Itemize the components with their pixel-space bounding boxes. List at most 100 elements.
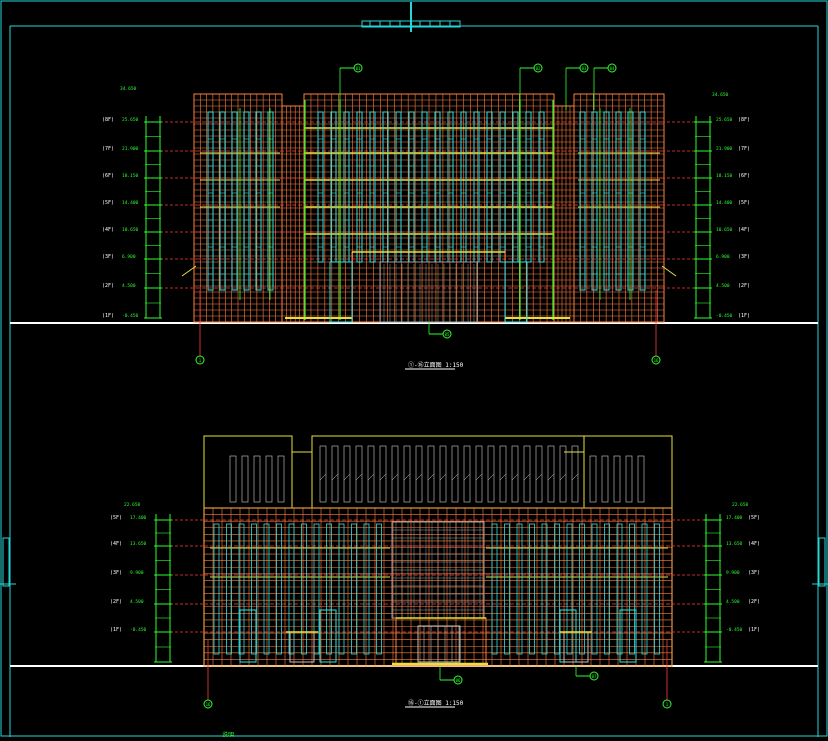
top-right-levels-floor-label: (7F): [738, 146, 750, 152]
bottom-roof-louvre: [523, 445, 531, 503]
top-left-window-column: [243, 111, 250, 291]
top-center-window-column: [499, 111, 506, 263]
bottom-roof-louvre: [343, 445, 351, 503]
bottom-roof-louvre: [487, 445, 495, 503]
bottom-left-levels-floor-label: (5F): [110, 515, 122, 521]
top-entrance-side-right: [504, 261, 528, 323]
bottom-window-column-right: [654, 523, 660, 655]
top-center-window-column: [395, 111, 402, 263]
bottom-roof-louvre-diag: [487, 473, 495, 481]
bottom-window-column-right: [504, 523, 510, 655]
bottom-window-column-right: [516, 523, 523, 655]
bottom-right-levels-floor-label: (4F): [748, 541, 760, 547]
bottom-roof-right-louvre: [613, 455, 621, 503]
bottom-roof-left-louvre: [277, 455, 285, 503]
bottom-roof-right-louvre: [625, 455, 633, 503]
top-right-levels-elev-label: 25.650: [716, 117, 733, 123]
bottom-roof-louvre: [547, 445, 555, 503]
top-left-levels-elev-label: 18.150: [122, 173, 139, 179]
top-left-window-column: [267, 111, 274, 291]
bottom-right-levels-elev-label: 17.400: [726, 515, 743, 521]
top-left-window-column: [255, 111, 262, 291]
top-center-window-column: [421, 111, 428, 263]
top-right-levels-elev-label: 18.150: [716, 173, 733, 179]
bottom-axis-right-label: 1: [666, 702, 669, 707]
bottom-entry-callout-2-label: 07: [592, 674, 597, 679]
bottom-left-levels-elev-label: 4.500: [130, 599, 144, 605]
top-callout-1-label: 01: [356, 66, 361, 71]
bottom-axis-right-circle: [662, 699, 672, 709]
bottom-window-column-left: [363, 523, 370, 655]
bottom-window-column-right: [629, 523, 635, 655]
bottom-window-column-left: [213, 523, 220, 655]
bottom-window-column-left: [238, 523, 245, 655]
top-right-levels-floor-label: (3F): [738, 254, 750, 260]
bottom-left-levels-elev-label: 9.900: [130, 570, 144, 576]
bottom-axis-left-label: 16: [206, 702, 211, 707]
bottom-window-column-right: [554, 523, 560, 655]
bottom-left-top-elev: 22.650: [124, 502, 141, 508]
bottom-entrance-frame: [395, 617, 487, 667]
bottom-roof-louvre: [439, 445, 447, 503]
top-left-levels-floor-label: (5F): [102, 200, 114, 206]
bottom-roof-louvre-diag: [439, 473, 447, 481]
bottom-roof-louvre-diag: [355, 473, 363, 481]
bottom-roof-louvre: [355, 445, 363, 503]
bottom-roof-louvre-diag: [319, 473, 327, 481]
bottom-window-column-right: [579, 523, 585, 655]
bottom-entry-callout-2-circle: [589, 671, 599, 681]
bottom-window-column-left: [251, 523, 257, 655]
bottom-roof-louvre-diag: [571, 473, 579, 481]
bottom-window-column-left: [226, 523, 232, 655]
bottom-roof-louvre: [571, 445, 579, 503]
bottom-right-levels-floor-label: (5F): [748, 515, 760, 521]
bottom-roof-louvre-diag: [415, 473, 423, 481]
bottom-roof-louvre-diag: [511, 473, 519, 481]
top-elevation-title: ①-⑯立面图 1:150: [408, 361, 464, 369]
top-left-top-elev: 34.650: [120, 86, 137, 92]
top-entry-callout-label: 05: [445, 332, 450, 337]
top-callout-2-label: 02: [536, 66, 541, 71]
bottom-roof-louvre: [391, 445, 399, 503]
bottom-roof-louvre-diag: [535, 473, 543, 481]
bottom-roof-louvre: [331, 445, 339, 503]
top-left-levels-floor-label: (1F): [102, 313, 114, 319]
bottom-roof-louvre: [463, 445, 471, 503]
bottom-roof-louvre-diag: [463, 473, 471, 481]
bottom-left-levels-floor-label: (2F): [110, 599, 122, 605]
top-center-window-column: [473, 111, 480, 263]
bottom-entry-callout-1-label: 06: [456, 678, 461, 683]
top-right-window-column: [603, 111, 610, 291]
bottom-roof-louvre-diag: [451, 473, 459, 481]
top-right-levels-floor-label: (6F): [738, 173, 750, 179]
bottom-right-levels-elev-label: -0.450: [726, 627, 743, 633]
bottom-roof-right-louvre: [589, 455, 597, 503]
bottom-left-levels-elev-label: -0.450: [130, 627, 147, 633]
top-left-levels-elev-label: 6.900: [122, 254, 136, 260]
top-axis-right-label: 16: [654, 358, 659, 363]
top-right-levels-elev-label: 6.900: [716, 254, 730, 260]
bottom-roof-louvre: [379, 445, 387, 503]
bottom-right-top-elev: 22.650: [732, 502, 749, 508]
bottom-roof-louvre: [451, 445, 459, 503]
bottom-left-levels-floor-label: (4F): [110, 541, 122, 547]
top-left-levels-floor-label: (6F): [102, 173, 114, 179]
top-center-window-column: [369, 111, 376, 263]
top-right-window-column: [639, 111, 646, 291]
bottom-roof-left-louvre: [241, 455, 249, 503]
top-left-window-column: [207, 111, 214, 291]
bottom-left-levels-floor-label: (3F): [110, 570, 122, 576]
top-callout-2-circle: [533, 63, 543, 73]
bottom-roof-left-louvre: [253, 455, 261, 503]
bottom-roof-louvre-diag: [391, 473, 399, 481]
bottom-window-column-right: [529, 523, 535, 655]
bottom-right-levels-floor-label: (1F): [748, 627, 760, 633]
top-center-window-column: [525, 111, 532, 263]
top-right-window-column: [579, 111, 586, 291]
frame-title-tab: [361, 20, 461, 28]
bottom-roof-louvre: [511, 445, 519, 503]
top-right-levels-elev-label: 4.500: [716, 283, 730, 289]
